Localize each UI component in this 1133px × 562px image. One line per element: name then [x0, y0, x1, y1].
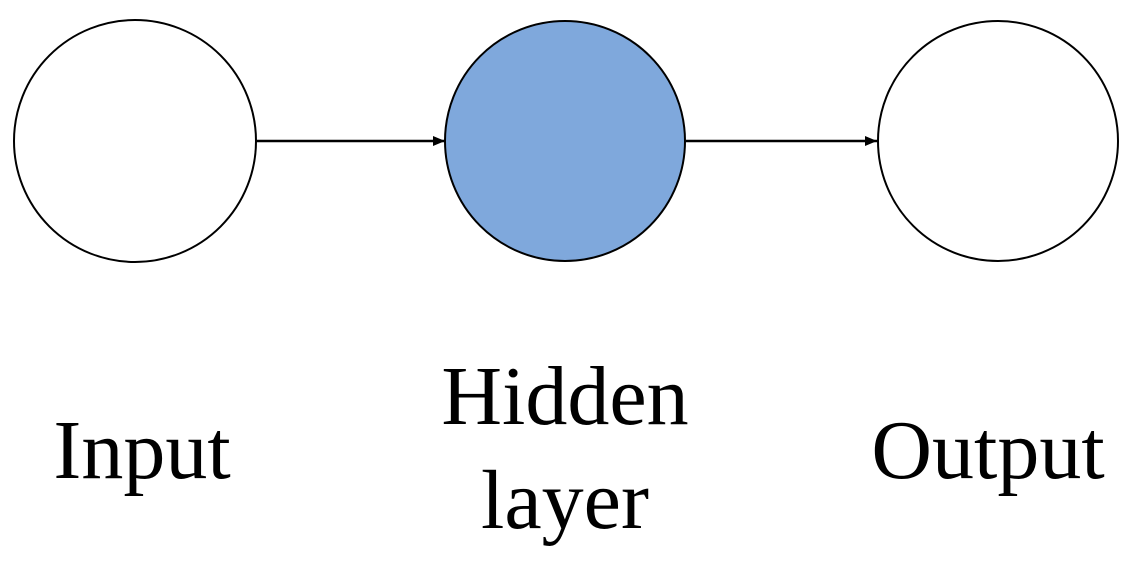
input-node [13, 19, 257, 263]
input-label: Input [53, 404, 230, 497]
output-label: Output [871, 404, 1104, 497]
hidden-layer-label-line-2: layer [481, 454, 649, 547]
output-node [877, 20, 1119, 262]
hidden-layer-node [444, 20, 686, 262]
hidden-layer-label-line-1: Hidden [441, 350, 688, 443]
